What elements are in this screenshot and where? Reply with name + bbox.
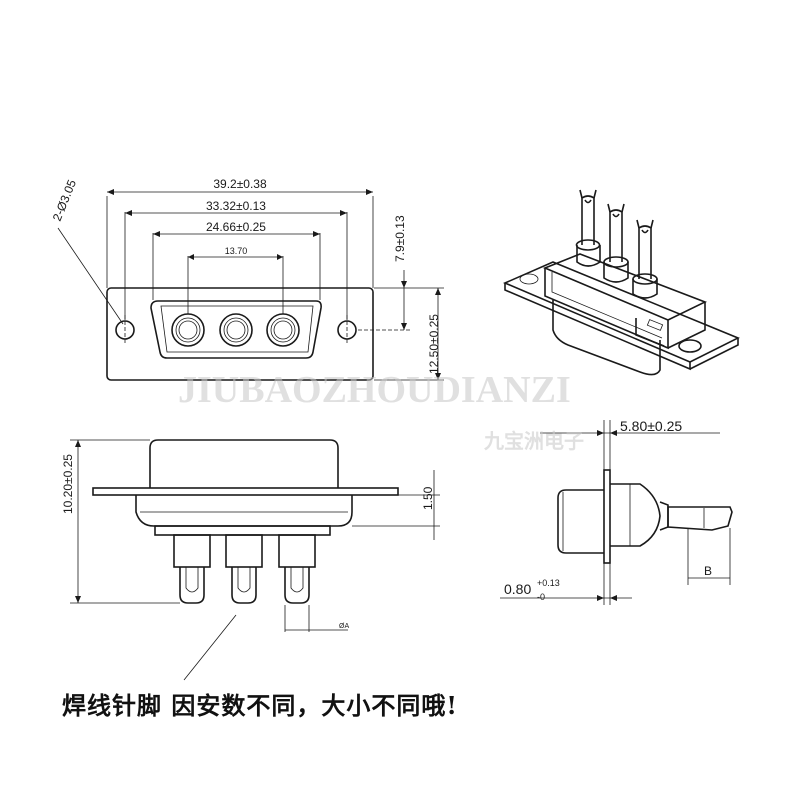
side-flange (603, 469, 611, 564)
iso-pin-2 (603, 203, 629, 283)
front-pin-1 (173, 534, 211, 604)
d-shell-inner (160, 305, 314, 353)
contact-pin-2 (219, 313, 253, 347)
dim-panel-gap-upper: +0.13 (537, 578, 560, 588)
iso-pin-3 (632, 219, 658, 299)
dim-mount-holes: 2-Ø3.05 (50, 177, 79, 223)
dim-panel-gap-lower: -0 (537, 592, 545, 602)
isometric-view (502, 189, 740, 376)
dim-overall-width: 39.2±0.38 (213, 177, 267, 191)
iso-pin-1 (575, 189, 601, 267)
front-flange (92, 487, 399, 496)
iso-flange (502, 261, 740, 363)
dim-pin-pitch: 13.70 (225, 246, 248, 256)
front-view: 10.20±0.25 1.50 ØA (61, 439, 440, 681)
caption: 焊线针脚 因安数不同，大小不同哦! (62, 691, 458, 720)
dim-flange-thickness: 1.50 (421, 486, 435, 510)
dim-hole-pitch: 33.32±0.13 (206, 199, 266, 213)
dim-cup-label: B (704, 564, 712, 578)
contact-pin-1 (171, 313, 205, 347)
watermark: JIUBAOZHOUDIANZI 九宝洲电子 (178, 369, 584, 453)
top-view: 39.2±0.38 33.32±0.13 24.66±0.25 13.70 2-… (50, 177, 444, 381)
front-pin-3 (278, 534, 316, 604)
front-shell (149, 439, 339, 488)
watermark-pinyin: JIUBAOZHOUDIANZI (178, 369, 571, 411)
contact-pin-3 (266, 313, 300, 347)
d-shell-outline (150, 300, 322, 359)
front-pin-2 (225, 534, 263, 604)
dim-panel-gap: 0.80 (504, 581, 531, 597)
watermark-brand-cn: 九宝洲电子 (483, 429, 584, 453)
dim-pin-diameter: ØA (339, 623, 349, 630)
dim-flange-height: 12.50±0.25 (427, 314, 441, 374)
dim-shell-width: 24.66±0.25 (206, 220, 266, 234)
dim-total-height: 10.20±0.25 (61, 454, 75, 514)
side-view: 5.80±0.25 0.80 +0.13 -0 B (500, 418, 733, 605)
side-shell (557, 489, 604, 554)
dim-flange-offset: 7.9±0.13 (393, 215, 407, 262)
dim-shell-depth: 5.80±0.25 (620, 418, 682, 434)
flange-plate (106, 287, 374, 381)
